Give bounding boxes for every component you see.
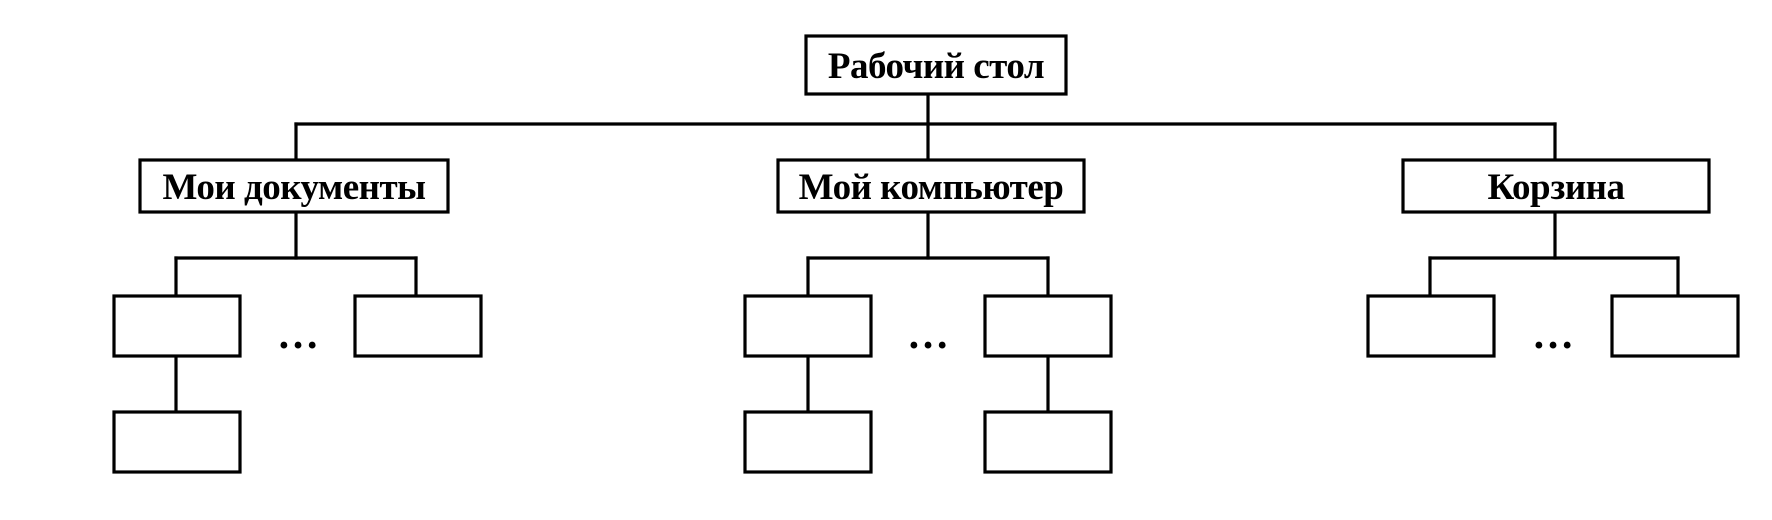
node-recycle-bin: Корзина: [1401, 158, 1711, 214]
my-documents-child-right-box: [353, 294, 483, 358]
node-recycle-bin-label: Корзина: [1487, 167, 1624, 208]
root-node: Рабочий стол: [804, 34, 1068, 96]
node-my-computer-box: [776, 158, 1086, 214]
my-computer-ellipsis: …: [907, 312, 949, 358]
node-my-documents-box: [138, 158, 450, 214]
node-my-documents: Мои документы: [138, 158, 450, 214]
my-documents-ellipsis: …: [277, 312, 319, 358]
connector-lines: [174, 92, 1680, 414]
my-documents-grandchild-box: [112, 410, 242, 474]
my-computer-right-grandchild-box: [983, 410, 1113, 474]
node-recycle-bin-box: [1401, 158, 1711, 214]
my-computer-child-left-box: [743, 294, 873, 358]
node-my-computer: Мой компьютер: [776, 158, 1086, 214]
node-my-computer-label: Мой компьютер: [799, 167, 1064, 208]
recycle-bin-child-left-box: [1366, 294, 1496, 358]
recycle-bin-child-right-box: [1610, 294, 1740, 358]
my-documents-child-left-box: [112, 294, 242, 358]
root-node-box: [804, 34, 1068, 96]
my-computer-child-right-box: [983, 294, 1113, 358]
recycle-bin-ellipsis: …: [1532, 312, 1574, 358]
my-computer-left-grandchild-box: [743, 410, 873, 474]
root-node-label: Рабочий стол: [828, 46, 1044, 87]
node-my-documents-label: Мои документы: [162, 167, 425, 208]
